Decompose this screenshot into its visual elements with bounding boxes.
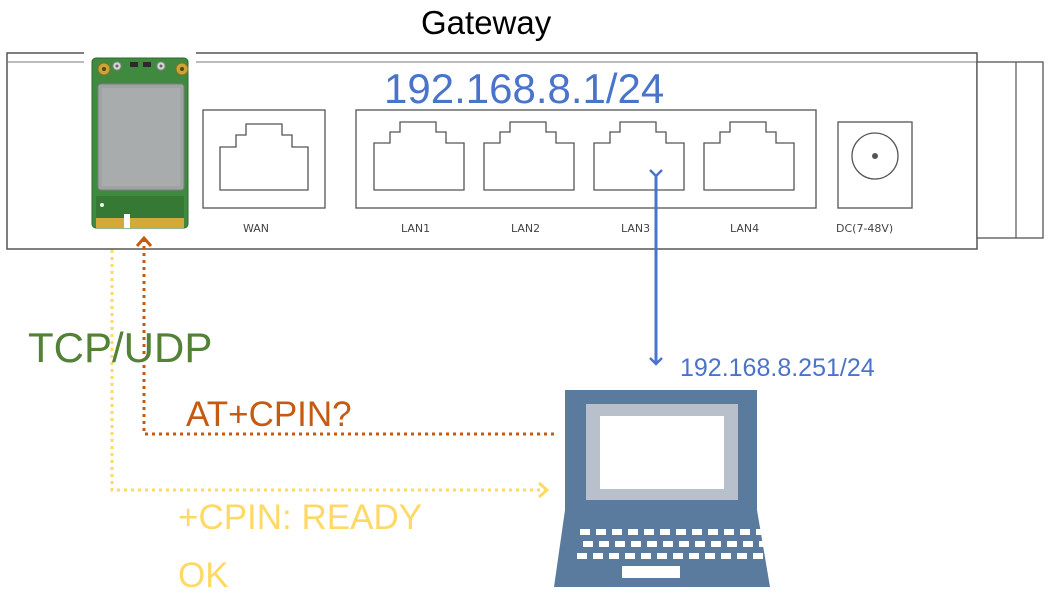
laptop-key xyxy=(724,529,734,535)
laptop-key xyxy=(711,541,721,547)
lan-block xyxy=(355,109,817,209)
command-label: AT+CPIN? xyxy=(186,395,352,434)
laptop-key xyxy=(644,529,654,535)
gateway-ip-label: 192.168.8.1/24 xyxy=(384,65,665,112)
laptop-key xyxy=(769,553,779,559)
lan4-port xyxy=(703,121,795,191)
laptop-key xyxy=(609,553,619,559)
laptop-key xyxy=(625,553,635,559)
laptop-key xyxy=(660,529,670,535)
laptop-key xyxy=(583,541,593,547)
laptop-key xyxy=(753,553,763,559)
wan-port xyxy=(202,109,326,209)
protocol-label: TCP/UDP xyxy=(28,324,213,371)
laptop-icon xyxy=(554,390,779,587)
laptop-key xyxy=(759,541,769,547)
lan4-port-label: LAN4 xyxy=(730,222,760,235)
laptop-key xyxy=(721,553,731,559)
lan3-port xyxy=(593,121,685,191)
laptop-key xyxy=(631,541,641,547)
dc-power-jack xyxy=(837,121,913,209)
laptop-key xyxy=(689,553,699,559)
lan1-port-label: LAN1 xyxy=(401,222,431,235)
laptop-key xyxy=(679,541,689,547)
response-line1: +CPIN: READY xyxy=(178,498,423,537)
laptop-key xyxy=(577,553,587,559)
laptop-key xyxy=(612,529,622,535)
laptop-key xyxy=(641,553,651,559)
laptop-key xyxy=(596,529,606,535)
laptop-key xyxy=(676,529,686,535)
laptop-key xyxy=(663,541,673,547)
laptop-key xyxy=(599,541,609,547)
laptop-key xyxy=(756,529,766,535)
laptop-key xyxy=(740,529,750,535)
response-line2: OK xyxy=(178,556,229,595)
lte-module xyxy=(84,52,196,232)
lan1-port xyxy=(373,121,465,191)
lan2-port xyxy=(483,121,575,191)
wan-port-label: WAN xyxy=(243,222,270,235)
diagram-title: Gateway xyxy=(421,4,552,41)
laptop-key xyxy=(692,529,702,535)
laptop-key xyxy=(647,541,657,547)
laptop-key xyxy=(673,553,683,559)
laptop-key xyxy=(593,553,603,559)
laptop-key xyxy=(657,553,667,559)
dc-port-label: DC(7-48V) xyxy=(836,222,894,235)
laptop-ip-label: 192.168.8.251/24 xyxy=(680,354,875,382)
response-arrow xyxy=(110,250,547,490)
laptop-key xyxy=(628,529,638,535)
laptop-key xyxy=(580,529,590,535)
lan3-port-label: LAN3 xyxy=(621,222,651,235)
laptop-key xyxy=(737,553,747,559)
lan2-port-label: LAN2 xyxy=(511,222,541,235)
command-arrow xyxy=(144,238,554,436)
laptop-key xyxy=(695,541,705,547)
laptop-key xyxy=(727,541,737,547)
laptop-key xyxy=(705,553,715,559)
laptop-key xyxy=(708,529,718,535)
laptop-key xyxy=(743,541,753,547)
laptop-key xyxy=(615,541,625,547)
